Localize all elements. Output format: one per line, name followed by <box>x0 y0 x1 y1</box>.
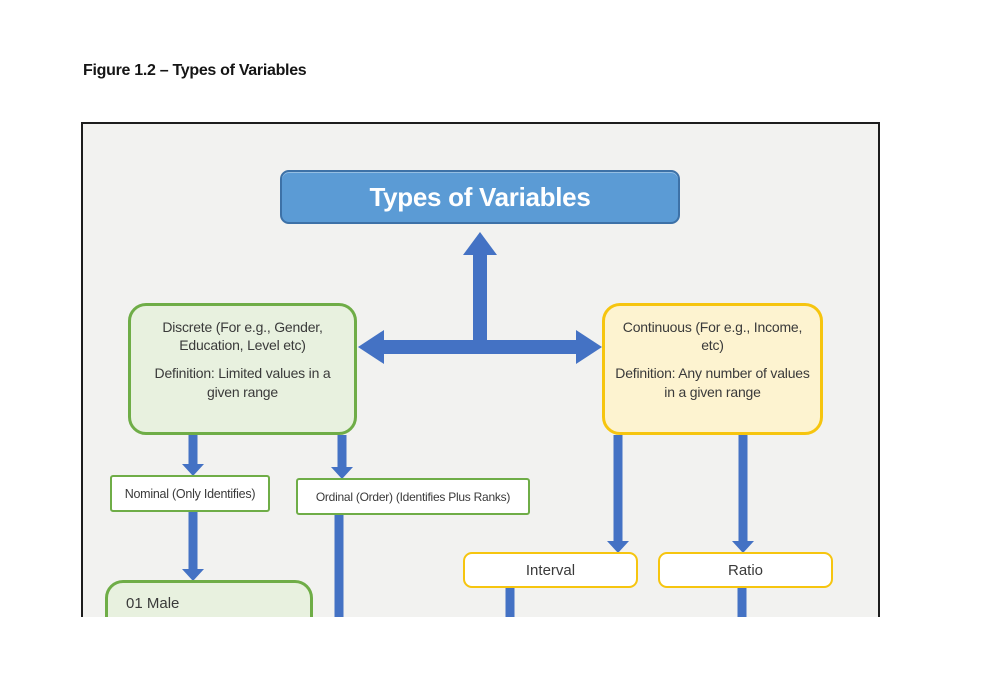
ordinal-node: Ordinal (Order) (Identifies Plus Ranks) <box>296 478 530 515</box>
figure-frame: Types of Variables Discrete (For e.g., G… <box>81 122 880 617</box>
nominal-example-label: 01 Male <box>126 595 180 612</box>
arrow-discrete-to-nominal <box>182 435 204 476</box>
root-node-label: Types of Variables <box>369 181 591 212</box>
continuous-node: Continuous (For e.g., Income, etc) Defin… <box>602 303 823 435</box>
flowchart-connectors <box>182 232 754 617</box>
arrow-up-to-root <box>463 232 497 354</box>
discrete-node-title: Discrete (For e.g., Gender, Education, L… <box>162 319 323 354</box>
ordinal-node-label: Ordinal (Order) (Identifies Plus Ranks) <box>315 489 511 504</box>
discrete-node: Discrete (For e.g., Gender, Education, L… <box>128 303 357 435</box>
line-ordinal-down <box>334 515 344 617</box>
nominal-node-label: Nominal (Only Identifies) <box>124 486 256 501</box>
nominal-example-node: 01 Male <box>105 580 313 617</box>
arrow-nominal-to-example <box>182 512 204 581</box>
ratio-node-label: Ratio <box>727 561 764 579</box>
discrete-node-definition: Definition: Limited values in a given ra… <box>154 365 331 400</box>
continuous-node-title: Continuous (For e.g., Income, etc) <box>622 319 803 354</box>
continuous-node-definition: Definition: Any number of values in a gi… <box>615 365 810 400</box>
interval-node: Interval <box>463 552 638 588</box>
ratio-node: Ratio <box>658 552 833 588</box>
line-ratio-down <box>737 588 747 617</box>
arrow-discrete-continuous <box>358 330 602 364</box>
root-node-types-of-variables: Types of Variables <box>280 170 680 224</box>
interval-node-label: Interval <box>525 561 576 579</box>
nominal-node: Nominal (Only Identifies) <box>110 475 270 512</box>
figure-caption: Figure 1.2 – Types of Variables <box>83 62 307 79</box>
arrow-continuous-to-ratio <box>732 435 754 553</box>
arrow-continuous-to-interval <box>607 435 629 553</box>
line-interval-down <box>505 588 515 617</box>
arrow-discrete-to-ordinal <box>331 435 353 479</box>
